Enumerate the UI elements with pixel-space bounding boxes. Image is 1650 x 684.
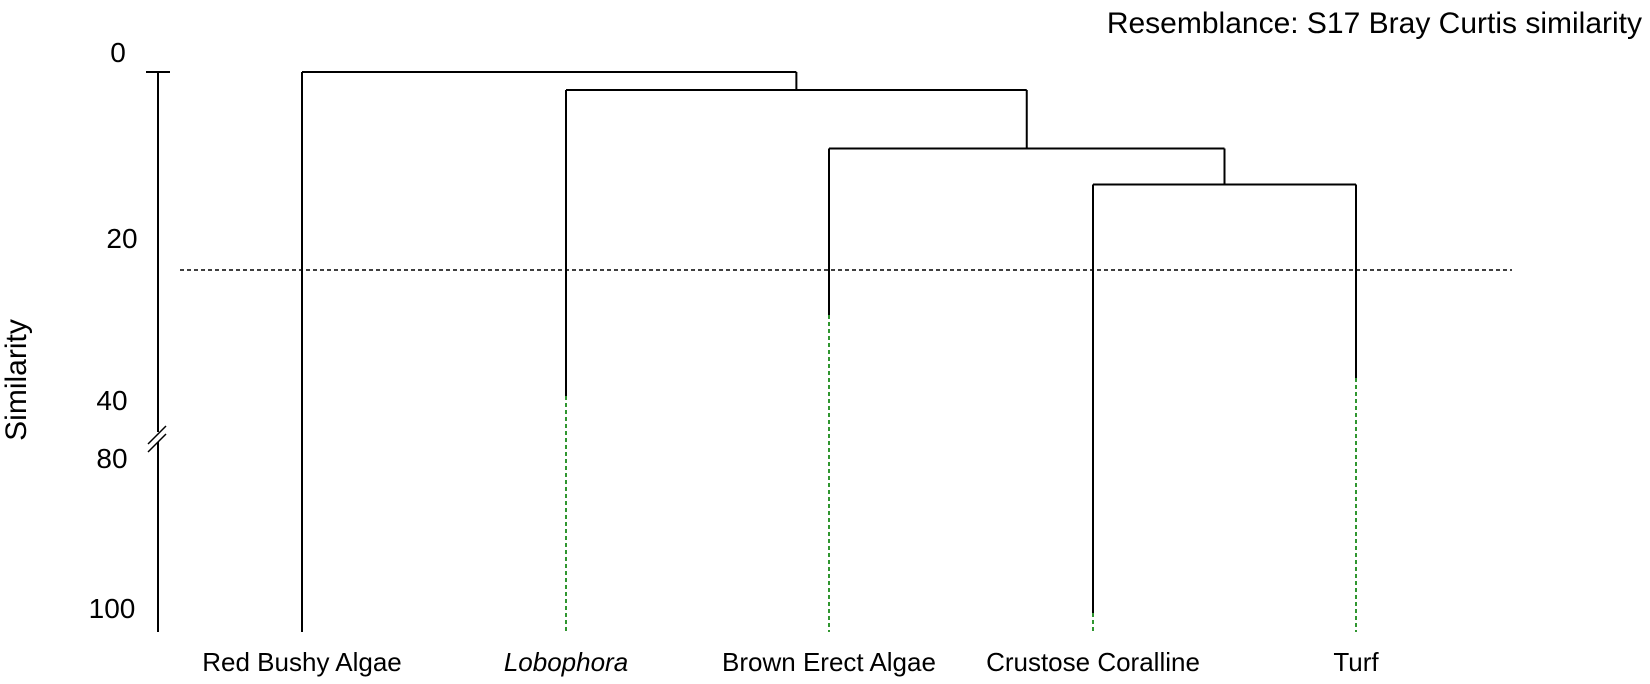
y-tick-label: 0	[110, 37, 126, 68]
y-axis-label: Similarity	[0, 319, 33, 441]
leaf-label: Lobophora	[504, 647, 628, 677]
y-tick-label: 100	[89, 593, 136, 624]
y-tick-label: 20	[106, 223, 137, 254]
axis-break-mark-2	[147, 433, 167, 453]
leaf-label: Brown Erect Algae	[722, 647, 936, 677]
leaf-label: Turf	[1333, 647, 1379, 677]
chart-subtitle: Resemblance: S17 Bray Curtis similarity	[1107, 7, 1642, 40]
y-tick-label: 40	[96, 385, 127, 416]
leaf-label: Red Bushy Algae	[202, 647, 401, 677]
y-tick-label: 80	[96, 443, 127, 474]
leaf-label: Crustose Coralline	[986, 647, 1200, 677]
axis-break-mark-1	[147, 425, 167, 445]
leaf-labels: Red Bushy Algae Lobophora Brown Erect Alga…	[202, 647, 1379, 677]
y-axis: 0 20 40 80 100	[89, 37, 170, 632]
dendrogram-branches	[301, 71, 1357, 632]
